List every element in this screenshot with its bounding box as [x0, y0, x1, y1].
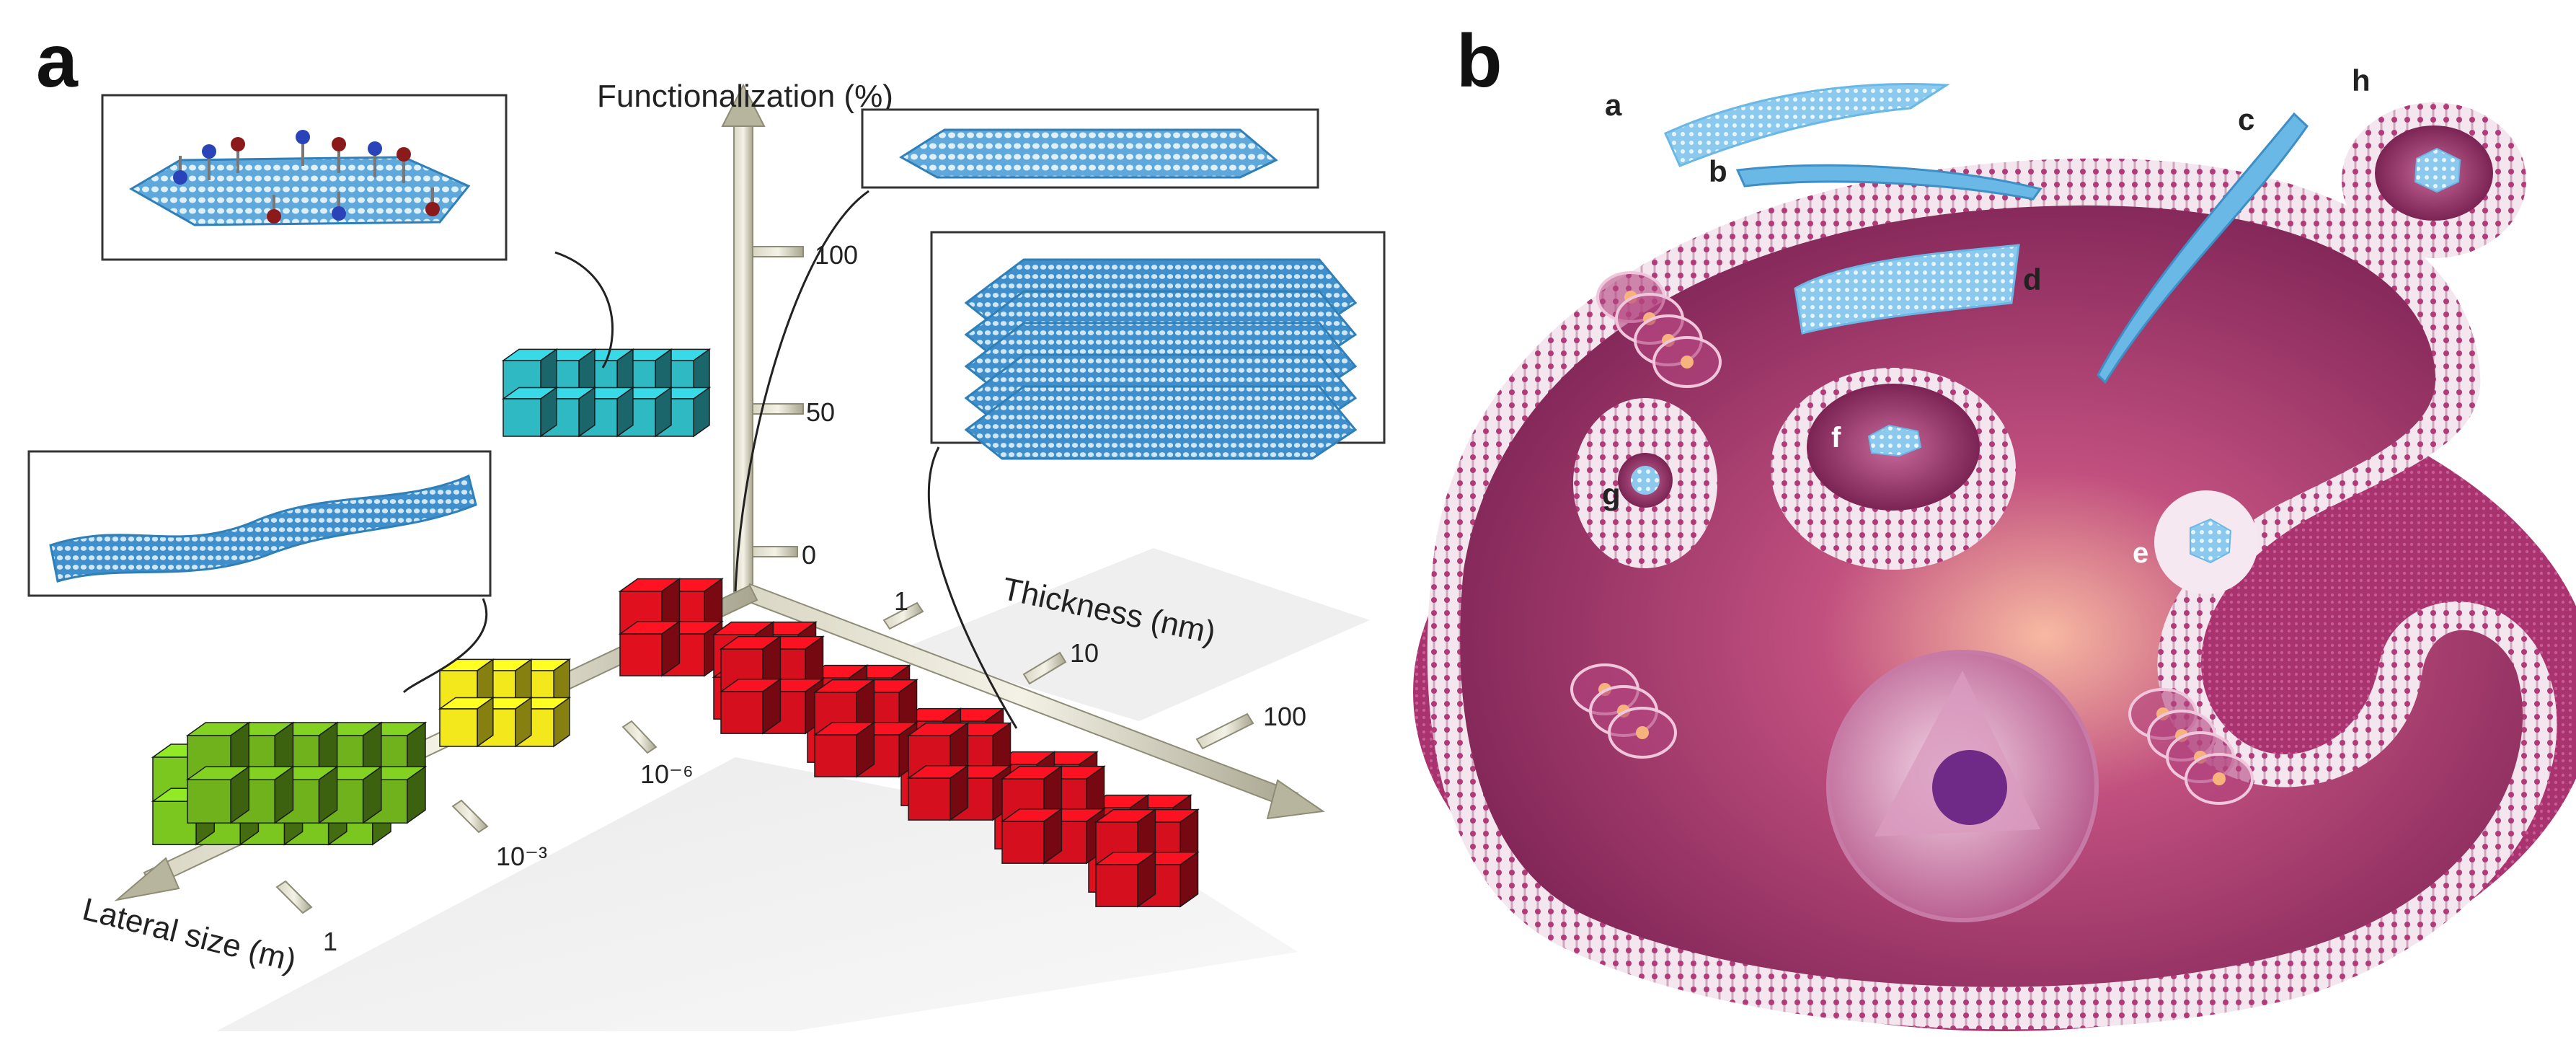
- panel-b-label: b: [1456, 19, 1502, 103]
- vesicle-f-graphene: [1867, 424, 1922, 457]
- functional-groups: [173, 130, 440, 224]
- inset-multilayer: [930, 231, 1386, 460]
- inset-flat-sheet: [861, 108, 1319, 189]
- vesicle-h: [2342, 102, 2526, 258]
- vesicle-e-graphene: [2190, 518, 2232, 564]
- callout-f: f: [1831, 422, 1841, 454]
- func-tick-50: [752, 403, 804, 415]
- capsule-core: [2213, 772, 2226, 785]
- red-blocks: [618, 578, 724, 677]
- red-blocks-front: [1094, 808, 1200, 908]
- green-blocks-back: [185, 721, 428, 824]
- func-tick-0: [752, 546, 798, 557]
- vesicle-f: [1771, 368, 2016, 570]
- atom-sphere: [173, 170, 187, 185]
- thickness-tick-label-100: 100: [1263, 702, 1306, 731]
- red-blocks-front-cube: [813, 721, 876, 778]
- connector-flat-sheet: [734, 190, 869, 592]
- nucleus: [1826, 650, 2099, 922]
- capsule-stack: [1570, 663, 1677, 759]
- red-blocks-front: [719, 635, 825, 735]
- atom-sphere: [296, 130, 310, 144]
- atom-sphere: [425, 202, 440, 216]
- red-blocks-front-cube: [719, 678, 782, 735]
- panel-a-label: a: [36, 19, 79, 103]
- functionalized-graphene-sheet: [129, 156, 471, 226]
- material-blocks: [151, 348, 1200, 908]
- callout-a: a: [1605, 88, 1622, 122]
- functionalized-blocks-cube: [501, 386, 559, 438]
- red-blocks-front-cube: [906, 764, 970, 821]
- inset-functionalized-sheet: [101, 94, 508, 261]
- atom-sphere: [368, 141, 382, 156]
- atom-sphere: [267, 209, 281, 224]
- red-blocks-front: [906, 722, 1012, 821]
- atom-sphere: [332, 137, 346, 151]
- func-tick-100: [752, 246, 804, 257]
- wrinkled-graphene-sheet: [49, 474, 477, 583]
- stacked-layers: [964, 258, 1358, 460]
- graphene-layer: [964, 385, 1358, 460]
- yellow-blocks: [438, 658, 572, 748]
- graphene-d-sheet: [1794, 244, 2020, 335]
- functionalized-blocks: [501, 348, 712, 438]
- func-tick-label-100: 100: [815, 240, 858, 270]
- red-blocks-cube: [618, 620, 681, 677]
- callout-h: h: [2352, 63, 2371, 97]
- red-blocks-front: [813, 679, 919, 778]
- functionalization-axis-title: Functionalization (%): [597, 79, 893, 114]
- connector-functionalized: [554, 251, 614, 369]
- panel-b: b a b c d f g: [1413, 19, 2576, 1031]
- capsule-stack: [2128, 688, 2254, 805]
- capsule-core: [1636, 726, 1649, 739]
- green-blocks-back-cube: [185, 765, 251, 824]
- vesicle-g: [1573, 398, 1717, 568]
- red-blocks-front-cube: [1000, 808, 1063, 865]
- connector-wrinkled: [402, 598, 488, 694]
- atom-sphere: [202, 144, 216, 159]
- lateral-size-axis-title: Lateral size (m): [79, 891, 300, 979]
- callout-g: g: [1602, 477, 1621, 511]
- red-blocks-front-cube: [1000, 765, 1063, 822]
- functionalization-axis: Functionalization (%) 100 50 0: [597, 79, 893, 599]
- func-tick-label-50: 50: [806, 397, 835, 427]
- red-blocks-front-cube: [1094, 851, 1157, 908]
- callout-b: b: [1709, 154, 1727, 188]
- func-tick-label-0: 0: [802, 540, 816, 570]
- callout-c: c: [2238, 102, 2254, 136]
- nucleolus: [1932, 750, 2007, 825]
- graphene-c-sheet: [2097, 112, 2309, 384]
- thickness-tick-label-1: 1: [894, 586, 908, 616]
- graphene-b-sheet: [1735, 164, 2042, 200]
- atom-sphere: [231, 137, 245, 151]
- graphene-a-sheet: [1664, 83, 1950, 167]
- red-blocks-front: [1000, 765, 1106, 865]
- connector-multilayer: [927, 446, 1018, 729]
- atom-sphere: [397, 147, 411, 162]
- flat-graphene-sheet: [899, 128, 1278, 179]
- lateral-tick-label-1e-3: 10⁻³: [496, 842, 547, 871]
- thickness-tick-label-10: 10: [1070, 638, 1099, 668]
- yellow-blocks-cube: [438, 696, 495, 748]
- vesicle-h-graphene: [2414, 147, 2461, 193]
- lateral-tick-label-1e-6: 10⁻⁶: [640, 759, 694, 789]
- atom-sphere: [332, 206, 346, 221]
- callout-d: d: [2023, 262, 2042, 296]
- vesicle-g-graphene: [1631, 466, 1660, 495]
- vesicle-e: [2154, 490, 2258, 594]
- callout-e: e: [2133, 537, 2148, 569]
- panel-a: a Functionalization (%) 100 50 0 Thickne…: [27, 19, 1386, 1031]
- inset-wrinkled-sheet: [27, 450, 492, 597]
- capsule-core: [1681, 356, 1694, 369]
- organelle-stacks: [1570, 271, 2254, 805]
- cell-interior: [1460, 205, 2523, 987]
- capsule-stack: [1596, 271, 1722, 388]
- lateral-tick-label-1: 1: [323, 927, 337, 956]
